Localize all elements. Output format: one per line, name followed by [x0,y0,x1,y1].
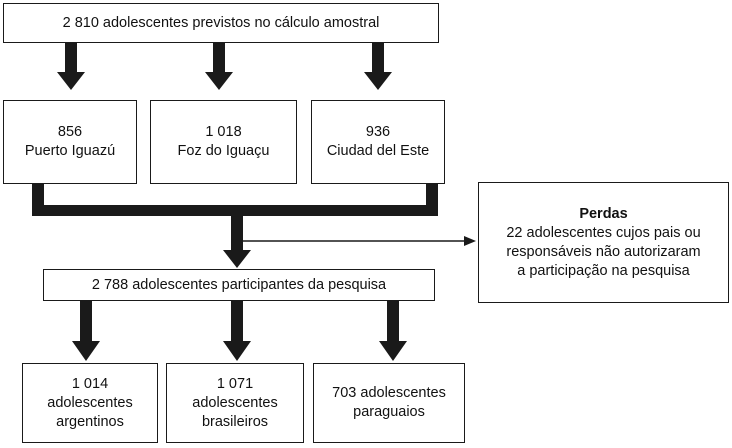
group-line: 703 adolescentes [332,385,446,401]
merge-bar [32,183,438,216]
losses-box: Perdas 22 adolescentes cujos pais ou res… [478,182,729,303]
losses-line: a participação na pesquisa [517,262,690,279]
group-line: 1 071 [216,375,254,392]
group-line: argentinos [56,413,124,430]
arrow-to-participants [223,214,251,268]
group-line: adolescentes [192,394,278,411]
group-box-paraguaios: 703 adolescentes paraguaios [313,363,465,443]
arrow-top-to-puerto-iguazu [57,43,85,90]
losses-line: 22 adolescentes cujos pais ou [506,224,701,241]
city-count: 936 [365,124,391,140]
arrow-to-losses [243,236,476,246]
participants-text: 2 788 adolescentes participantes da pesq… [91,276,387,293]
city-name: Puerto Iguazú [24,143,116,159]
city-box-foz-do-iguacu: 1 018 Foz do Iguaçu [150,100,297,184]
city-count: 1 018 [205,124,242,140]
group-line: brasileiros [201,413,269,430]
participants-box: 2 788 adolescentes participantes da pesq… [43,269,435,301]
arrow-top-to-foz-do-iguacu [205,43,233,90]
arrow-to-brasileiros [223,300,251,361]
group-line: paraguaios [353,404,425,420]
group-line: 1 014 [71,375,109,392]
group-line: adolescentes [47,394,133,411]
arrow-top-to-ciudad-del-este [364,43,392,90]
arrow-to-argentinos [72,300,100,361]
losses-title: Perdas [579,205,628,222]
arrow-to-paraguaios [379,300,407,361]
city-name: Foz do Iguaçu [177,143,270,159]
planned-sample-text: 2 810 adolescentes previstos no cálculo … [62,14,380,31]
losses-line: responsáveis não autorizaram [506,243,701,260]
group-box-argentinos: 1 014 adolescentes argentinos [22,363,158,443]
city-name: Ciudad del Este [326,143,430,159]
city-count: 856 [57,124,83,140]
group-box-brasileiros: 1 071 adolescentes brasileiros [166,363,304,443]
city-box-puerto-iguazu: 856 Puerto Iguazú [3,100,137,184]
planned-sample-box: 2 810 adolescentes previstos no cálculo … [3,3,439,43]
city-box-ciudad-del-este: 936 Ciudad del Este [311,100,445,184]
